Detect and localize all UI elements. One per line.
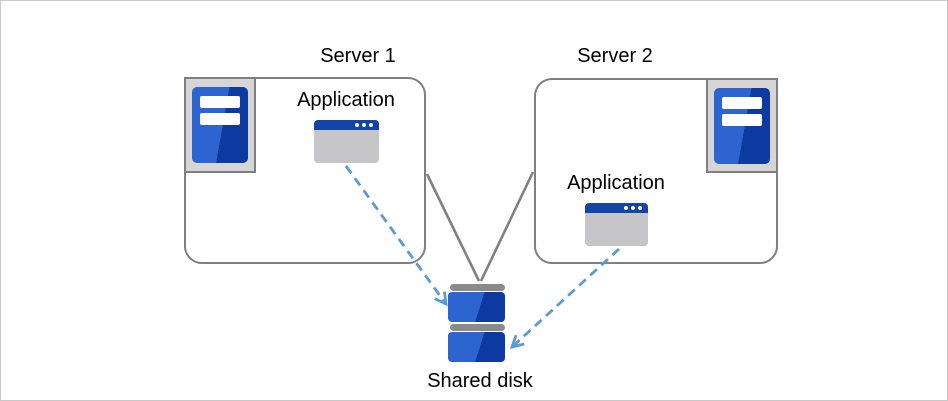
server-drive-slot — [200, 113, 240, 125]
server2-server-tower-icon — [706, 78, 778, 173]
disk-cap — [450, 284, 505, 291]
server-tower-body — [192, 87, 248, 163]
titlebar-dot — [355, 123, 359, 127]
server1-title: Server 1 — [320, 45, 396, 67]
titlebar-dot — [624, 206, 628, 210]
disk-unit — [448, 324, 505, 362]
connector-server1-disk — [425, 173, 481, 282]
server-drive-slot — [722, 113, 762, 126]
server1-server-tower-icon — [184, 77, 256, 173]
shared-disk-stack-icon — [448, 284, 505, 362]
server-drive-slot — [722, 96, 762, 109]
disk-body — [448, 292, 505, 322]
connector-server2-disk — [479, 171, 535, 282]
server2-application-window-icon — [585, 203, 648, 246]
server2-title: Server 2 — [577, 45, 653, 67]
server-drive-slot — [200, 96, 240, 108]
server-tower-body — [714, 87, 770, 164]
server1-application-label: Application — [297, 89, 395, 111]
titlebar-dot — [638, 206, 642, 210]
window-titlebar — [585, 203, 648, 213]
shared-disk-label: Shared disk — [427, 370, 533, 392]
window-titlebar — [314, 120, 379, 130]
titlebar-dot — [369, 123, 373, 127]
server1-application-window-icon — [314, 120, 379, 163]
disk-cap — [450, 324, 505, 331]
server2-application-label: Application — [567, 172, 665, 194]
disk-body — [448, 332, 505, 362]
titlebar-dot — [631, 206, 635, 210]
titlebar-dot — [362, 123, 366, 127]
disk-unit — [448, 284, 505, 322]
